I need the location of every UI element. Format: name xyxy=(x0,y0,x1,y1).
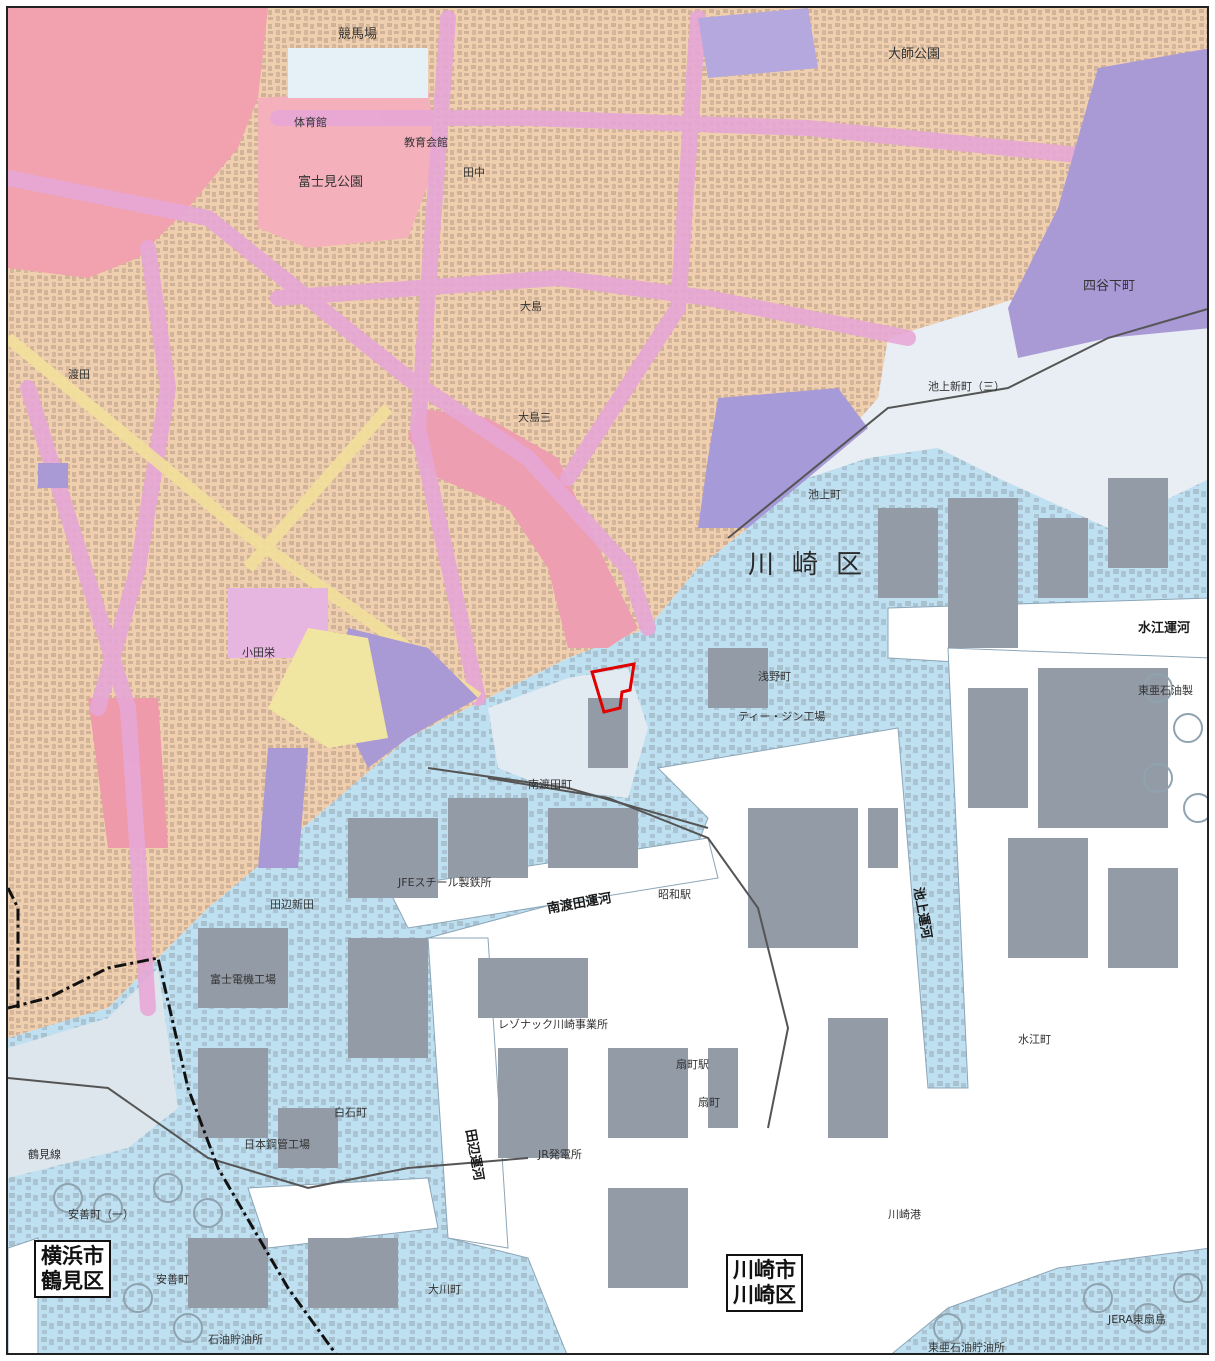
label-watari: 渡田 xyxy=(68,367,90,381)
railways xyxy=(8,308,1207,1190)
label-anzen: 安善町（一） xyxy=(68,1207,134,1221)
map-canvas: 競馬場 大師公園 体育館 教育会館 富士見公園 田中 四谷下町 池上新町（三） … xyxy=(8,8,1207,1354)
label-shiraishi: 白石町 xyxy=(334,1105,367,1119)
label-anzen2: 安善町 xyxy=(156,1272,189,1286)
label-toa-sekiyu: 東亜石油貯油所 xyxy=(928,1340,1005,1354)
label-ogimachi: 扇町 xyxy=(698,1095,720,1109)
zone-commercial-fujimi xyxy=(258,88,438,248)
label-kawasaki-ku: 川崎区 xyxy=(748,550,880,580)
label-fuji-denki: 富士電機工場 xyxy=(210,972,276,986)
zone-semi-industrial-west2 xyxy=(38,463,68,488)
district-label-yokohama-ward: 鶴見区 xyxy=(41,1269,104,1293)
label-nihon-kokan: 日本鋼管工場 xyxy=(244,1137,310,1151)
label-okawa: 大川町 xyxy=(428,1282,461,1296)
district-label-yokohama: 横浜市 鶴見区 xyxy=(34,1240,111,1298)
zone-semi-industrial-west xyxy=(258,748,308,868)
label-tohoku-oil: 東亜石油製 xyxy=(1138,683,1193,697)
oil-tanks xyxy=(53,673,1207,1343)
label-taiikukan: 体育館 xyxy=(294,115,327,129)
district-label-kawasaki-ward: 川崎区 xyxy=(733,1283,796,1307)
label-teijin: ティー・ジン工場 xyxy=(738,710,825,723)
label-tanaka: 田中 xyxy=(463,166,485,179)
factory-buildings xyxy=(188,478,1178,1308)
label-jfe: JFEスチール製鉄所 xyxy=(397,875,492,889)
label-ogimachi-sta: 扇町駅 xyxy=(676,1057,709,1071)
label-mizue: 水江町 xyxy=(1018,1033,1051,1046)
label-koda: 小田栄 xyxy=(242,645,275,659)
water-areas xyxy=(8,597,1207,1353)
label-ikegami-cho: 池上町 xyxy=(808,488,841,501)
city-boundary xyxy=(8,956,337,1353)
label-fujimi-park: 富士見公園 xyxy=(298,174,363,190)
label-keibajo: 競馬場 xyxy=(338,27,377,42)
label-showa-sta: 昭和駅 xyxy=(658,888,691,901)
label-kawasaki-port: 川崎港 xyxy=(888,1207,921,1221)
label-daishi-park: 大師公園 xyxy=(888,47,940,62)
label-sekiyu: 石油貯油所 xyxy=(208,1332,263,1346)
zone-commercial-corridor xyxy=(408,408,638,648)
district-label-kawasaki: 川崎市 川崎区 xyxy=(726,1254,803,1312)
zone-residential-yellow xyxy=(268,628,388,748)
road-corridors xyxy=(8,10,1116,1016)
label-oshima: 大島 xyxy=(520,299,542,313)
label-minami-watarida: 南渡田町 xyxy=(528,777,572,791)
label-jr-hatsuden: JR発電所 xyxy=(537,1147,582,1161)
zone-semi-industrial-top xyxy=(698,8,818,78)
label-tsurumi-line: 鶴見線 xyxy=(28,1147,61,1161)
label-oshima3: 大島三 xyxy=(518,410,551,424)
label-mizue-canal: 水江運河 xyxy=(1138,620,1190,636)
label-ikegami-shin: 池上新町（三） xyxy=(928,379,1005,393)
district-label-kawasaki-city: 川崎市 xyxy=(733,1258,796,1282)
racetrack-area xyxy=(288,48,428,98)
zone-semi-industrial-east xyxy=(1008,48,1207,358)
label-yotsuya-shimo: 四谷下町 xyxy=(1083,279,1135,294)
zone-commercial-northwest xyxy=(8,8,268,278)
zone-semi-industrial-mid xyxy=(698,388,868,528)
zoning-map[interactable]: 競馬場 大師公園 体育館 教育会館 富士見公園 田中 四谷下町 池上新町（三） … xyxy=(6,6,1209,1355)
district-label-yokohama-city: 横浜市 xyxy=(41,1244,104,1268)
planning-site-outline[interactable] xyxy=(590,662,636,714)
label-resonac: レゾナック川崎事業所 xyxy=(498,1017,608,1031)
label-jera: JERA東扇島 xyxy=(1107,1312,1166,1326)
label-kaikan: 教育会館 xyxy=(404,135,448,149)
zone-unzoned-southwest xyxy=(8,968,178,1178)
label-asano: 浅野町 xyxy=(758,670,791,683)
label-tanabe-shinden: 田辺新田 xyxy=(270,897,314,911)
